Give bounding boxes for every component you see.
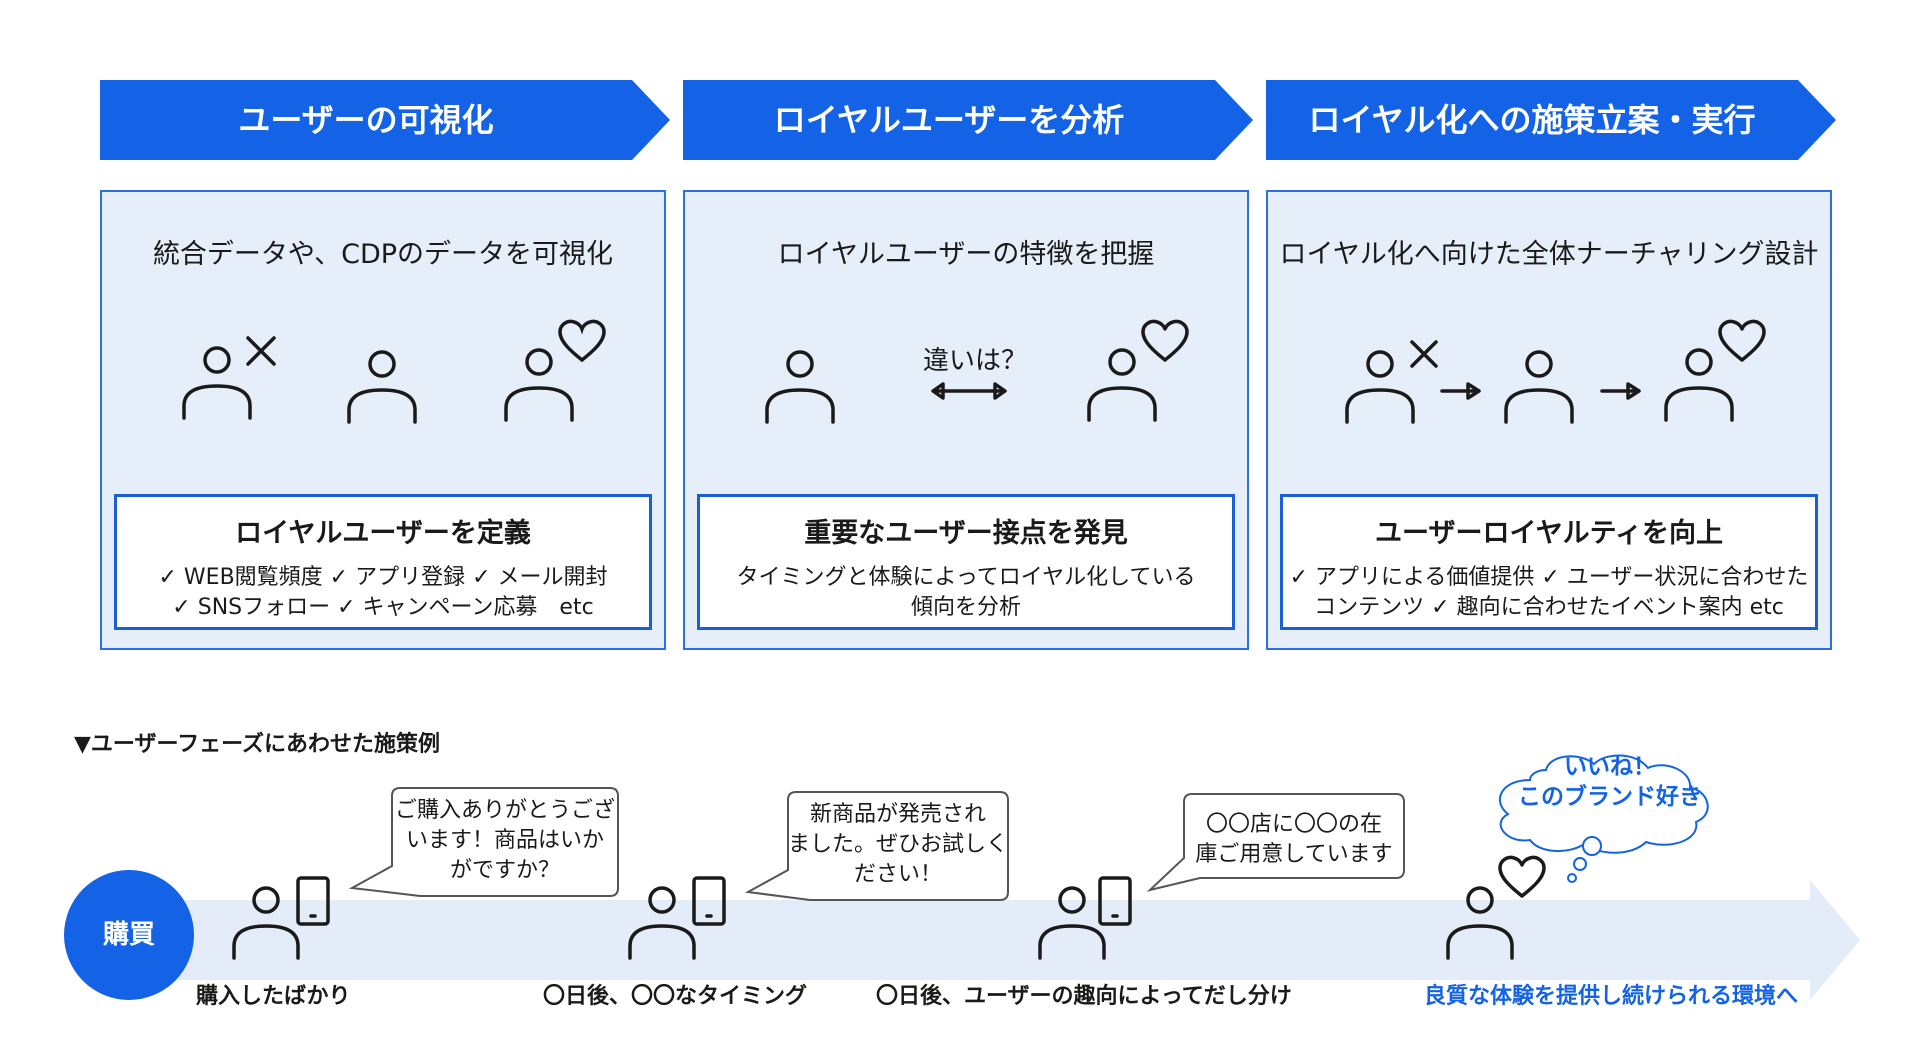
heart-icon xyxy=(1498,855,1546,898)
cloud-line-1: いいね！ xyxy=(1564,754,1656,780)
purchase-circle: 購買 xyxy=(64,870,194,1000)
user-icon xyxy=(628,886,696,960)
speech-bubble-3-text: 〇〇店に〇〇の在 庫ご用意しています xyxy=(1184,810,1404,870)
phase-2-result-box: 重要なユーザー接点を発見 タイミングと体験によってロイヤル化している 傾向を分析 xyxy=(697,494,1235,630)
phase-3-box-line-2: コンテンツ ✓ 趣向に合わせたイベント案内 etc xyxy=(1314,595,1784,620)
phase-1-box-title: ロイヤルユーザーを定義 xyxy=(235,518,531,549)
phase-2-box-line-2: 傾向を分析 xyxy=(910,595,1021,620)
thought-cloud-text: いいね！ このブランド好き xyxy=(1500,752,1720,812)
user-icon xyxy=(347,350,417,424)
bubble-3-line-1: 〇〇店に〇〇の在 xyxy=(1205,812,1382,837)
phase-1-header-label: ユーザーの可視化 xyxy=(238,101,494,139)
timeline-arrow xyxy=(150,880,1860,1000)
phase-2-header-label: ロイヤルユーザーを分析 xyxy=(773,101,1125,139)
phase-3-header: ロイヤル化への施策立案・実行 xyxy=(1266,80,1836,160)
heart-icon xyxy=(558,319,606,363)
speech-bubble-3 xyxy=(1146,793,1405,892)
user-icon xyxy=(1345,350,1415,424)
heart-icon xyxy=(1718,319,1766,362)
double-arrow-icon xyxy=(931,382,1007,400)
section-title: ▼ユーザーフェーズにあわせた施策例 xyxy=(74,732,441,757)
user-icon xyxy=(1504,350,1574,424)
step-1-label: 購入したばかり xyxy=(196,984,351,1009)
user-icon xyxy=(504,348,574,422)
speech-bubble-2-text: 新商品が発売され ました。ぜひお試しく ださい！ xyxy=(788,800,1008,890)
phase-3-result-box: ユーザーロイヤルティを向上 ✓ アプリによる価値提供 ✓ ユーザー状況に合わせた… xyxy=(1280,494,1818,630)
phase-3-user-icons xyxy=(1345,319,1766,424)
cross-icon xyxy=(246,336,276,366)
phase-3-box-line-1: ✓ アプリによる価値提供 ✓ ユーザー状況に合わせた xyxy=(1289,565,1809,590)
phase-1-subtitle: 統合データや、CDPのデータを可視化 xyxy=(152,239,614,270)
smartphone-icon xyxy=(296,876,330,926)
phase-3-subtitle: ロイヤル化へ向けた全体ナーチャリング設計 xyxy=(1279,239,1819,270)
bubble-1-line-2: います！商品はいか xyxy=(405,828,604,853)
phase-1-result-box: ロイヤルユーザーを定義 ✓ WEB閲覧頻度 ✓ アプリ登録 ✓ メール開封 ✓ … xyxy=(114,494,652,630)
speech-bubble-2 xyxy=(744,791,1009,901)
phase-2-panel: ロイヤルユーザーの特徴を把握 違いは？ 重要なユーザー接点を発見 タイミングと体… xyxy=(683,190,1249,650)
phase-3-header-label: ロイヤル化への施策立案・実行 xyxy=(1308,101,1756,139)
step-4-label: 良質な体験を提供し続けられる環境へ xyxy=(1424,984,1799,1009)
user-icon xyxy=(182,346,252,420)
bubble-2-line-1: 新商品が発売され xyxy=(809,802,986,827)
user-icon xyxy=(232,886,300,960)
speech-bubble-1 xyxy=(348,787,619,897)
step-2-label: 〇日後、〇〇なタイミング xyxy=(543,984,808,1009)
phase-2-user-icons xyxy=(765,319,1189,424)
phase-1-panel: 統合データや、CDPのデータを可視化 ロイヤルユーザーを定義 ✓ WEB閲覧頻度… xyxy=(100,190,666,650)
user-icon xyxy=(1664,348,1734,422)
timeline-icons xyxy=(232,754,1709,960)
arrow-right-icon xyxy=(1600,382,1641,400)
step-3-label: 〇日後、ユーザーの趣向によってだし分け xyxy=(876,984,1292,1009)
phase-1-user-icons xyxy=(182,319,606,424)
user-icon xyxy=(1446,886,1514,960)
bubble-1-line-3: がですか？ xyxy=(449,858,560,883)
phase-1-box-line-1: ✓ WEB閲覧頻度 ✓ アプリ登録 ✓ メール開封 xyxy=(158,565,608,590)
arrow-right-icon xyxy=(1440,382,1481,400)
phase-3-box-title: ユーザーロイヤルティを向上 xyxy=(1374,518,1724,549)
phase-2-header: ロイヤルユーザーを分析 xyxy=(683,80,1253,160)
thought-cloud xyxy=(1498,754,1709,883)
speech-bubble-1-text: ご購入ありがとうござ います！商品はいか がですか？ xyxy=(392,796,618,886)
user-icon xyxy=(1038,886,1106,960)
phase-1-box-line-2: ✓ SNSフォロー ✓ キャンペーン応募 etc xyxy=(172,595,594,620)
bubble-2-line-2: ました。ぜひお試しく xyxy=(788,832,1009,857)
cloud-line-2: このブランド好き xyxy=(1518,784,1702,810)
phase-2-box-title: 重要なユーザー接点を発見 xyxy=(804,518,1128,549)
compare-label: 違いは？ xyxy=(922,346,1027,376)
user-icon xyxy=(1087,348,1157,422)
phase-1-header: ユーザーの可視化 xyxy=(100,80,670,160)
smartphone-icon xyxy=(1098,876,1132,926)
smartphone-icon xyxy=(692,876,726,926)
phase-3-panel: ロイヤル化へ向けた全体ナーチャリング設計 xyxy=(1266,190,1832,650)
phase-2-box-line-1: タイミングと体験によってロイヤル化している xyxy=(736,565,1196,590)
bubble-2-line-3: ださい！ xyxy=(853,862,942,887)
user-icon xyxy=(765,350,835,424)
cross-icon xyxy=(1410,340,1438,368)
phase-2-subtitle: ロイヤルユーザーの特徴を把握 xyxy=(777,239,1155,270)
bubble-3-line-2: 庫ご用意しています xyxy=(1195,842,1393,867)
heart-icon xyxy=(1141,319,1189,362)
bubble-1-line-1: ご購入ありがとうござ xyxy=(394,798,615,823)
